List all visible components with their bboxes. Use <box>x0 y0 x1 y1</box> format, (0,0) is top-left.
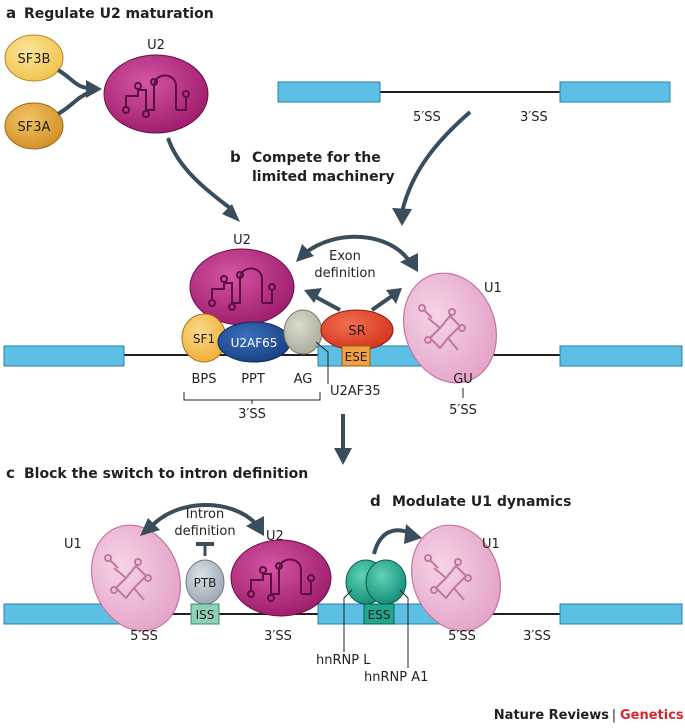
footer-separator: | <box>612 708 616 723</box>
exon-b-left <box>3 345 125 367</box>
intron-definition-arrow: Intron definition <box>140 503 264 556</box>
bps-label: BPS <box>191 372 216 387</box>
exon-def-label-2: definition <box>314 266 375 281</box>
top-5ss-label: 5′SS <box>413 110 441 125</box>
hnrnp-l-label: hnRNP L <box>316 653 371 668</box>
arrow-u2-to-b <box>166 137 240 222</box>
intron-def-label-1: Intron <box>186 507 224 522</box>
u1-displacement-arrow <box>372 524 422 555</box>
panel-a-title: Regulate U2 maturation <box>24 6 214 22</box>
sr-arrows <box>304 288 402 312</box>
panel-d-title: Modulate U1 dynamics <box>392 494 571 510</box>
u1-label-b: U1 <box>484 281 502 296</box>
arrow-b-to-cd <box>334 414 352 465</box>
3ss-bracket <box>183 392 321 404</box>
ptb-protein: PTB <box>185 559 225 605</box>
intron-def-label-2: definition <box>174 524 235 539</box>
gu-label: GU <box>453 372 473 387</box>
u2-snrnp-b: U2 <box>189 233 295 326</box>
u2af35-label: U2AF35 <box>330 384 381 399</box>
u2af65-label: U2AF65 <box>231 336 278 350</box>
iss-label: ISS <box>196 608 215 622</box>
panel-b-title-line2: limited machinery <box>252 169 395 185</box>
c-5ss-label: 5′SS <box>130 629 158 644</box>
sf3a-label: SF3A <box>18 120 51 135</box>
ess-element: ESS <box>363 603 395 625</box>
c-3ss-label: 3′SS <box>264 629 292 644</box>
u2-label-a: U2 <box>147 38 165 53</box>
u2af35-protein <box>283 309 323 355</box>
exon-b-right <box>559 345 683 367</box>
footer-section: Genetics <box>620 708 684 723</box>
u1-snrnp-b: U1 <box>402 272 502 384</box>
hnrnp-a1-label: hnRNP A1 <box>364 670 428 685</box>
panel-c-title: Block the switch to intron definition <box>24 466 308 482</box>
sr-label: SR <box>348 324 365 339</box>
top-3ss-label: 3′SS <box>520 110 548 125</box>
ese-element: ESE <box>341 345 371 367</box>
exon-def-label-1: Exon <box>329 249 361 264</box>
panel-d-letter: d <box>370 492 381 510</box>
iss-element: ISS <box>190 603 220 625</box>
u2-label-c: U2 <box>266 529 284 544</box>
panel-a-letter: a <box>6 4 16 22</box>
u2af35-leader <box>315 341 329 384</box>
exon-definition-arrow: Exon definition <box>296 234 418 281</box>
panel-b-letter: b <box>230 148 241 166</box>
u2-label-b: U2 <box>233 233 251 248</box>
panel-b-title-line1: Compete for the <box>252 150 381 166</box>
sf3b-label: SF3B <box>18 52 51 67</box>
sf3b-protein: SF3B <box>4 34 64 82</box>
ptb-label: PTB <box>194 576 217 590</box>
exon-top-right <box>559 81 671 103</box>
arrow-premrna-to-b <box>392 110 472 226</box>
b-5ss-label: 5′SS <box>449 403 477 418</box>
u1-snrnp-d: U1 <box>410 524 502 632</box>
u1-label-c: U1 <box>64 537 82 552</box>
u1-label-d: U1 <box>482 537 500 552</box>
u1-snrnp-c: U1 <box>64 524 182 632</box>
ag-label: AG <box>294 372 313 387</box>
hnrnp-a1-protein <box>365 559 407 605</box>
exon-top-left <box>277 81 381 103</box>
hnrnp-leaders <box>343 589 409 668</box>
footer-journal: Nature Reviews <box>494 708 609 723</box>
exon-cd-right <box>559 603 683 625</box>
b-3ss-label: 3′SS <box>238 407 266 422</box>
ppt-label: PPT <box>241 372 265 387</box>
sf1-label: SF1 <box>193 332 215 346</box>
pre-mrna-top: 5′SS 3′SS <box>277 81 671 125</box>
d-5ss-label: 5′SS <box>448 629 476 644</box>
ess-label: ESS <box>368 608 391 622</box>
u2af65-protein: U2AF65 <box>217 321 291 363</box>
u2-snrnp-a: U2 <box>103 38 209 134</box>
panel-c-letter: c <box>6 464 15 482</box>
footer-credit: Nature Reviews | Genetics <box>494 708 684 723</box>
sf3a-protein: SF3A <box>4 102 64 150</box>
u2-snrnp-c: U2 <box>230 529 332 617</box>
sf-to-u2-arrow <box>56 68 102 116</box>
ese-label: ESE <box>345 350 368 364</box>
sr-protein: SR <box>320 309 394 351</box>
d-3ss-label: 3′SS <box>523 629 551 644</box>
